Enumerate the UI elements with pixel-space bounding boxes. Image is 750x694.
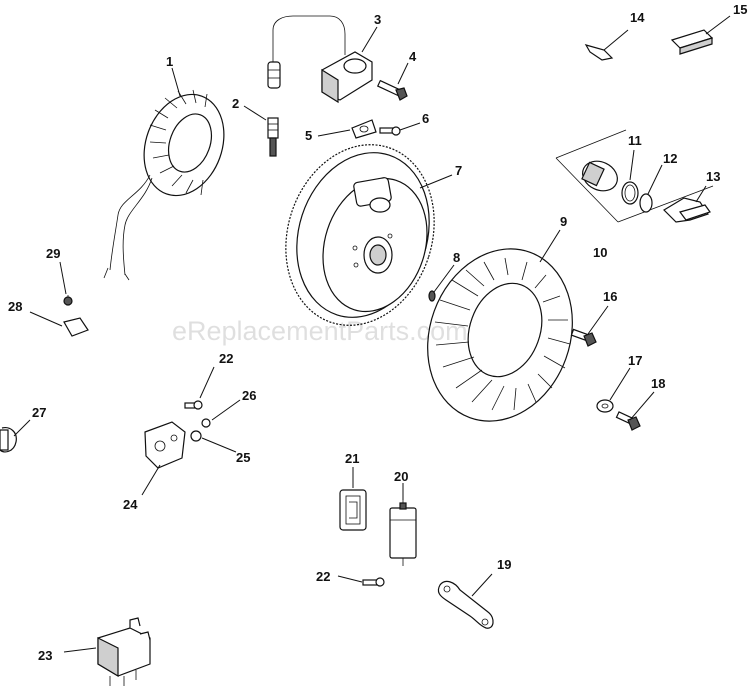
callout-22-lower: 22 [316,569,330,584]
callout-17: 17 [628,353,642,368]
part-plug-21[interactable] [339,489,367,531]
callout-29: 29 [46,246,60,261]
part-plug-terminal[interactable] [267,117,279,157]
callout-7: 7 [455,163,462,178]
part-bolt-4[interactable] [376,79,408,101]
callout-10: 10 [593,245,607,260]
part-washer-17[interactable] [596,399,614,413]
callout-labels: 1 2 3 4 5 6 7 8 9 10 11 12 13 14 15 16 1… [8,2,747,663]
callout-14: 14 [630,10,645,25]
part-relay-23[interactable] [97,617,151,686]
callout-23: 23 [38,648,52,663]
part-screw-22-upper[interactable] [184,400,203,410]
part-bracket-5[interactable] [351,119,377,139]
part-bolt-18[interactable] [615,411,641,431]
callout-18: 18 [651,376,665,391]
callout-11: 11 [628,133,642,148]
callout-27: 27 [32,405,46,420]
callout-16: 16 [603,289,617,304]
callout-9: 9 [560,214,567,229]
part-cooling-fan[interactable] [404,228,596,441]
part-bolt-16[interactable] [570,328,597,347]
callout-28: 28 [8,299,22,314]
callout-2: 2 [232,96,239,111]
part-clip-14[interactable] [584,44,614,61]
callout-19: 19 [497,557,511,572]
callout-4: 4 [409,49,417,64]
part-rectifier-20[interactable] [389,490,417,566]
callout-1: 1 [166,54,173,69]
callout-15: 15 [733,2,747,17]
callout-8: 8 [453,250,460,265]
callout-13: 13 [706,169,720,184]
part-key-8[interactable] [428,290,436,302]
part-screw-6[interactable] [379,126,401,136]
part-washer-26[interactable] [201,418,211,428]
part-bracket-19[interactable] [437,580,494,629]
part-screw-29[interactable] [63,295,73,306]
part-key-switch-group[interactable] [555,129,714,223]
part-clip-28[interactable] [63,317,89,337]
callout-22-upper: 22 [219,351,233,366]
part-screw-22-lower[interactable] [362,577,385,587]
part-stator[interactable] [103,83,237,281]
callout-21: 21 [345,451,359,466]
part-connector-15[interactable] [670,29,714,55]
callout-5: 5 [305,128,312,143]
part-ignition-module[interactable] [267,15,373,104]
part-flywheel[interactable] [263,125,457,344]
callout-25: 25 [236,450,250,465]
callout-3: 3 [374,12,381,27]
callout-20: 20 [394,469,408,484]
callout-24: 24 [123,497,138,512]
callout-6: 6 [422,111,429,126]
leader-lines [13,15,731,653]
callout-12: 12 [663,151,677,166]
callout-26: 26 [242,388,256,403]
part-clamp-27[interactable] [0,427,17,453]
part-bracket-24[interactable] [144,421,186,469]
watermark-text: eReplacementParts.com [172,316,468,346]
part-nut-25[interactable] [190,430,202,442]
